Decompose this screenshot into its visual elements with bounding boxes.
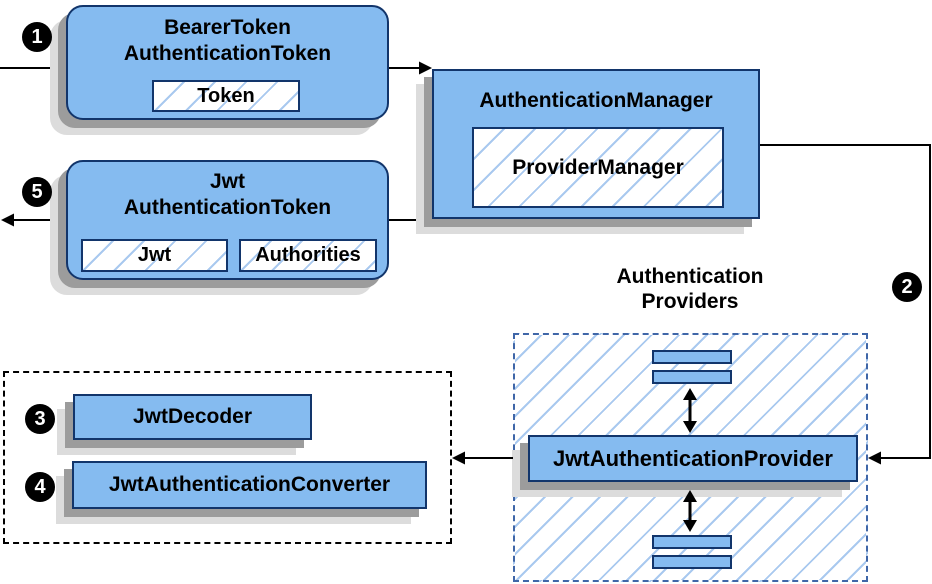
provider-manager-inner-box: ProviderManager [472,127,724,208]
result-out-arrowhead-icon [1,213,14,227]
provider-placeholder-bar [652,535,732,549]
authentication-providers-label-line2: Providers [641,290,739,313]
jwt-authentication-token-box: Jwt AuthenticationToken Jwt Authorities [66,160,389,280]
provider-placeholder-bar [652,350,732,364]
jwt-authentication-converter-box: JwtAuthenticationConverter [72,461,427,509]
provider-to-components-arrowhead-icon [452,451,465,465]
lower-link-up-arrowhead-icon [683,490,697,502]
jwt-authentication-converter-label: JwtAuthenticationConverter [108,473,391,496]
token-inner-box: Token [152,80,300,112]
jwt-token-title-line1: Jwt [209,170,245,193]
step-1-badge: 1 [22,22,52,52]
authentication-manager-title: AuthenticationManager [479,89,713,112]
jwt-authentication-provider-box: JwtAuthenticationProvider [528,435,858,482]
jwt-decoder-label: JwtDecoder [132,405,253,428]
provider-placeholder-bar [652,370,732,384]
bearer-token-title: BearerToken AuthenticationToken [68,15,387,67]
upper-link-down-arrowhead-icon [683,421,697,433]
bearer-to-manager-arrowhead-icon [419,61,432,75]
provider-manager-label: ProviderManager [512,155,684,179]
jwt-authentication-provider-label: JwtAuthenticationProvider [553,445,833,471]
authentication-manager-box: AuthenticationManager ProviderManager [432,69,760,219]
bearer-token-authentication-token-box: BearerToken AuthenticationToken Token [66,5,389,120]
jwt-label: Jwt [137,244,172,266]
step-5-badge: 5 [22,177,52,207]
step-4-badge: 4 [25,472,55,502]
bearer-token-title-line2: AuthenticationToken [123,42,332,65]
jwt-token-title: Jwt AuthenticationToken [68,169,387,221]
jwt-inner-box: Jwt [81,239,228,272]
provider-placeholder-bar [652,555,732,569]
authorities-inner-box: Authorities [239,239,377,272]
token-label: Token [197,84,255,107]
authorities-label: Authorities [255,244,361,266]
jwt-decoder-box: JwtDecoder [73,394,312,440]
manager-to-provider-arrowhead-icon [868,451,881,465]
bearer-token-title-line1: BearerToken [164,16,291,39]
jwt-token-title-line2: AuthenticationToken [123,196,332,219]
upper-link-up-arrowhead-icon [683,388,697,400]
authentication-providers-label-line1: Authentication [616,265,764,288]
step-2-badge: 2 [892,272,922,302]
step-3-badge: 3 [25,404,55,434]
manager-to-provider-wire [760,144,931,459]
authentication-providers-label: Authentication Providers [560,264,820,314]
lower-link-down-arrowhead-icon [683,520,697,532]
